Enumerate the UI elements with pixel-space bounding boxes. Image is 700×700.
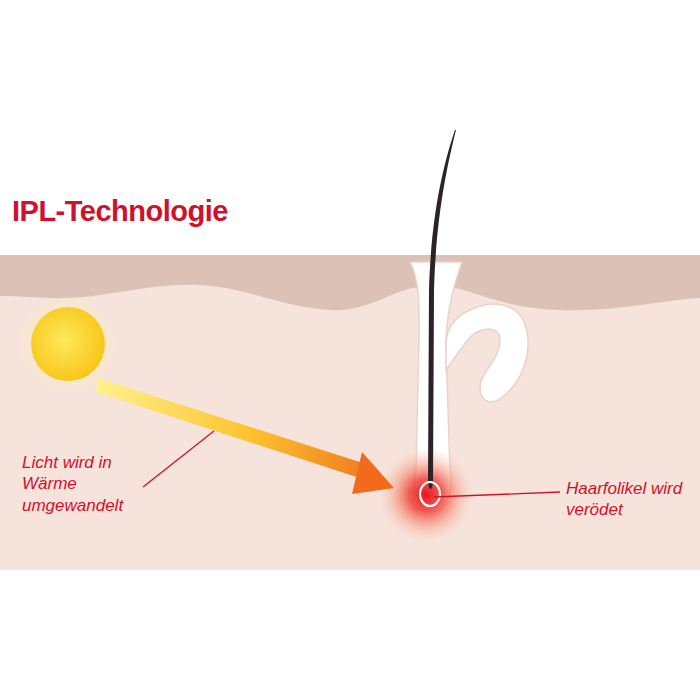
hair-bulb xyxy=(420,482,440,506)
heat-glow xyxy=(378,447,474,543)
epidermis xyxy=(0,255,700,310)
hair-shaft xyxy=(428,130,456,489)
callout-label: Haarfolikel wird verödet xyxy=(566,478,690,521)
dermis xyxy=(0,255,700,570)
diagram-title: IPL-Technologie xyxy=(12,195,228,228)
leader-line xyxy=(434,492,560,497)
light-beam xyxy=(96,378,372,480)
sebaceous-gland xyxy=(446,304,528,402)
callout-label: Licht wird in Wärme umgewandelt xyxy=(22,452,130,516)
leader-line xyxy=(143,431,214,487)
arrow-head xyxy=(352,452,394,494)
sun-glow xyxy=(18,294,118,394)
light-source xyxy=(31,307,105,381)
